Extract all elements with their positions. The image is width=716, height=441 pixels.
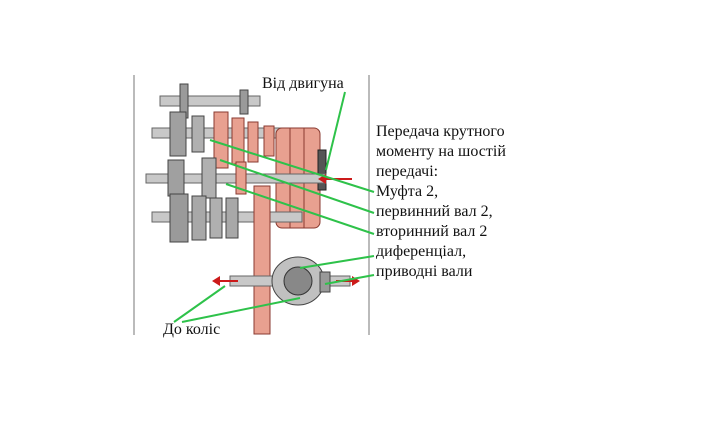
output-arrow-left	[212, 276, 238, 286]
differential	[229, 256, 351, 306]
lower-shaft	[151, 193, 303, 243]
label-to-wheels: До коліс	[163, 321, 221, 338]
output-vertical-gear	[253, 185, 271, 335]
caption-line: моменту на шостій	[376, 143, 506, 160]
label-from-engine: Від двигуна	[262, 75, 344, 92]
caption-line: приводні вали	[376, 263, 473, 280]
leader-drive	[324, 274, 375, 285]
leader-input	[219, 159, 375, 214]
leader-wheels-right	[181, 297, 301, 323]
leader-diff	[299, 255, 375, 269]
caption-line: вторинний вал 2	[376, 223, 488, 240]
leader-clutch	[209, 139, 375, 193]
caption-line: Передача крутного	[376, 123, 505, 140]
leader-wheels-left	[173, 285, 226, 323]
leader-lines	[173, 91, 375, 323]
highlighted-gears	[213, 111, 275, 169]
caption-line: передачі:	[376, 163, 439, 180]
caption-line: первинний вал 2,	[376, 203, 493, 220]
caption-line: диференціал,	[376, 243, 467, 260]
leader-engine	[325, 91, 346, 171]
caption-line: Муфта 2,	[376, 183, 439, 200]
leader-output	[225, 183, 375, 235]
caption-block: Передача крутного моменту на шостій пере…	[376, 122, 506, 282]
